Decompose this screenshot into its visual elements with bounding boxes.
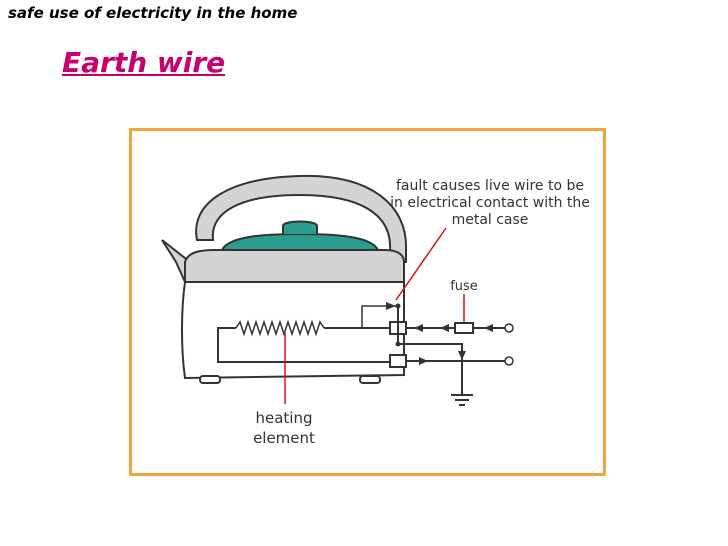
fault-bridge-wire (361, 305, 396, 328)
kettle-foot-left (199, 375, 221, 384)
fuse-label: fuse (450, 279, 478, 294)
neutral-arrow (419, 357, 428, 365)
heating-element-coil (235, 319, 325, 337)
earth-arrow (458, 351, 466, 360)
lid-knob (282, 220, 318, 234)
fault-arrow (386, 302, 396, 310)
slide-title: Earth wire (62, 46, 226, 79)
live-plug-pin (504, 323, 514, 333)
kettle-handle (195, 174, 408, 263)
fault-pointer (395, 227, 447, 301)
fuse-box (454, 322, 474, 334)
diagram-frame (129, 128, 606, 476)
kettle-top-band (184, 249, 405, 283)
earth-wire (397, 306, 463, 395)
live-arrow (414, 324, 423, 332)
neutral-plug-pin (504, 356, 514, 366)
kettle-foot-right (359, 375, 381, 384)
kettle-lid (220, 232, 380, 251)
slide-topic: safe use of electricity in the home (8, 4, 298, 22)
live-arrow-2 (440, 324, 449, 332)
internal-wire-loop (217, 327, 390, 363)
heating-element-label: heating element (253, 409, 315, 447)
fault-label: fault causes live wire to be in electric… (390, 178, 590, 228)
neutral-terminal (389, 354, 407, 368)
live-arrow-3 (484, 324, 493, 332)
